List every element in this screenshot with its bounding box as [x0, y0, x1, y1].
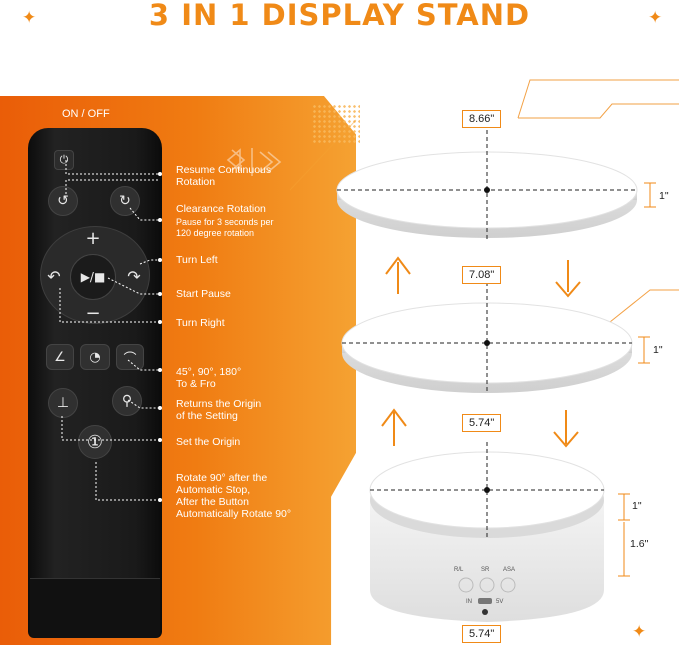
- remote-control: [28, 128, 162, 638]
- base-label-asa: ASA: [503, 567, 516, 573]
- angle-45-button[interactable]: ∠: [46, 344, 74, 370]
- bottom-diameter-tag: 5.74": [462, 625, 502, 643]
- power-button[interactable]: ⏻: [54, 150, 74, 170]
- base-label-rl: R/L: [454, 567, 464, 573]
- label-set-origin: Set the Origin: [176, 436, 241, 448]
- middle-height-tag: 1": [653, 344, 663, 356]
- sparkle-icon-bottom-right: ✦: [632, 622, 647, 641]
- sparkle-icon-top-left: ✦: [22, 8, 37, 27]
- label-pause-3s: Pause for 3 seconds per 120 degree rotat…: [176, 217, 274, 238]
- plus-button[interactable]: +: [85, 227, 101, 249]
- label-rotate-90: Rotate 90° after the Automatic Stop, Aft…: [176, 472, 292, 520]
- label-resume-rotation: Resume Continuous Rotation: [176, 164, 272, 188]
- top-diameter-tag: 8.66": [462, 110, 502, 128]
- top-height-tag: 1": [659, 190, 669, 202]
- base-port-5v: 5V: [496, 599, 504, 605]
- set-origin-button[interactable]: ⊥: [48, 388, 78, 418]
- turn-right-button[interactable]: ↷: [127, 266, 141, 286]
- bottom-disc-height-tag: 1": [632, 500, 642, 512]
- turn-left-button[interactable]: ↶: [47, 266, 61, 286]
- remote-bottom-cap: [30, 578, 160, 638]
- return-origin-button[interactable]: ⚲: [112, 386, 142, 416]
- resume-rotation-button[interactable]: ↺: [48, 186, 78, 216]
- label-turn-left: Turn Left: [176, 254, 218, 266]
- label-start-pause: Start Pause: [176, 288, 231, 300]
- label-turn-right: Turn Right: [176, 317, 225, 329]
- base-label-sr: SR: [481, 567, 490, 573]
- label-angles: 45°, 90°, 180° To & Fro: [176, 366, 242, 390]
- page-title: 3 IN 1 DISPLAY STAND: [148, 0, 531, 32]
- label-return-origin: Returns the Origin of the Setting: [176, 398, 262, 422]
- angle-90-button[interactable]: ◔: [80, 344, 110, 370]
- angle-180-button[interactable]: ⌒: [116, 344, 144, 370]
- rotate-90-button[interactable]: ①: [78, 425, 112, 459]
- bottom-total-height-tag: 1.6": [630, 538, 649, 550]
- base-port-in: IN: [466, 599, 472, 605]
- label-clearance-rotation: Clearance Rotation: [176, 203, 266, 215]
- play-pause-button[interactable]: ▶/■: [70, 254, 116, 300]
- sparkle-icon-top-right: ✦: [648, 8, 663, 27]
- clearance-rotation-button[interactable]: ↻: [110, 186, 140, 216]
- power-label: ON / OFF: [62, 108, 110, 120]
- minus-button[interactable]: −: [85, 302, 101, 324]
- bottom-top-diameter-tag: 5.74": [462, 414, 502, 432]
- middle-diameter-tag: 7.08": [462, 266, 502, 284]
